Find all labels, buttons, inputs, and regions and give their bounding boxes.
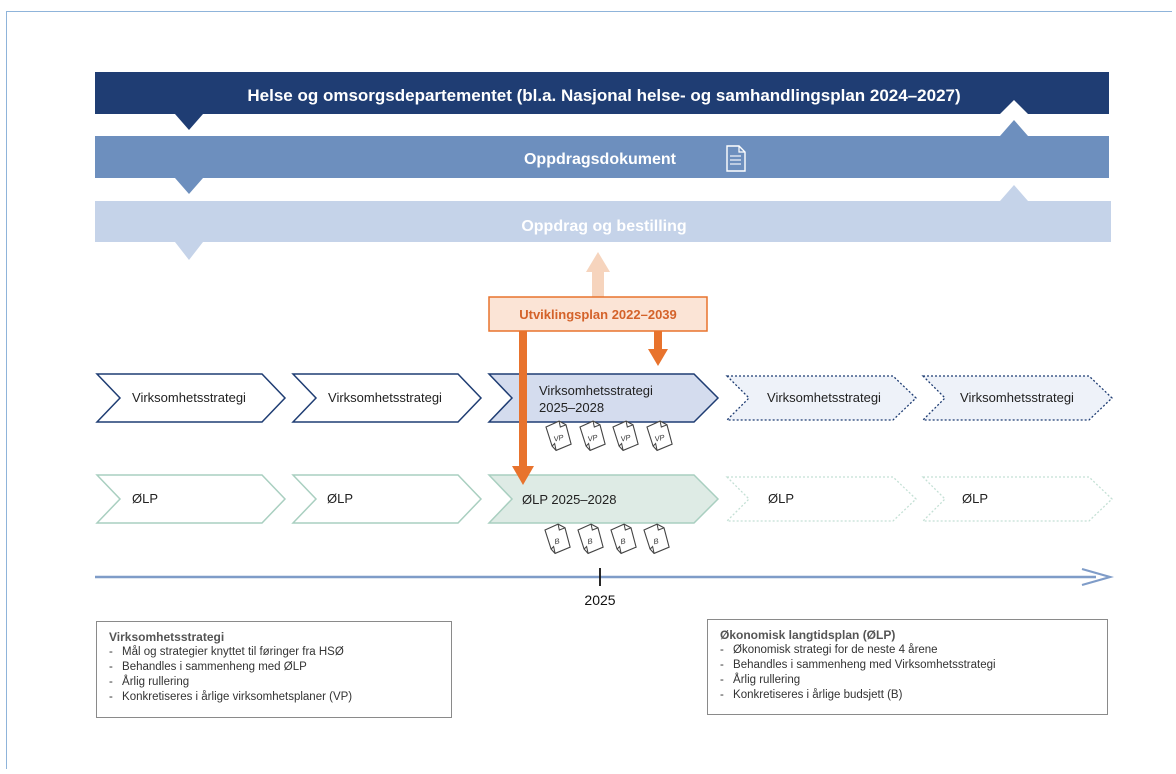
olp-label-future-2: ØLP	[962, 491, 988, 506]
legend-strategy-item-2: Behandles i sammenheng med ØLP	[109, 660, 439, 675]
strategy-chevron-past-1	[95, 373, 287, 423]
development-plan-box	[488, 296, 708, 332]
budget-doc-icon-1: B	[543, 522, 572, 556]
strategy-label-future-1: Virksomhetsstrategi	[767, 390, 881, 405]
budget-doc-icon-2: B	[576, 522, 605, 556]
strategy-chevron-past-2	[291, 373, 483, 423]
strategy-current-line1: Virksomhetsstrategi	[539, 383, 653, 398]
legend-strategy-title: Virksomhetsstrategi	[109, 630, 225, 644]
vp-doc-icon-4: VP	[645, 419, 674, 453]
band-ministry	[95, 72, 1109, 130]
timeline-year-label: 2025	[584, 592, 615, 608]
legend-olp-item-4: Konkretiseres i årlige budsjett (B)	[720, 688, 1095, 703]
strategy-chevron-current	[487, 373, 720, 423]
arrow-up-light-orange	[586, 252, 610, 297]
band-assignment-order	[95, 185, 1111, 260]
document-icon	[726, 145, 746, 172]
legend-olp-item-2: Behandles i sammenheng med Virksomhetsst…	[720, 658, 1095, 673]
legend-strategy: Virksomhetsstrategi Mål og strategier kn…	[96, 621, 452, 718]
budget-doc-label-3: B	[620, 536, 627, 546]
arrow-down-orange-left	[512, 331, 534, 485]
legend-olp-item-1: Økonomisk strategi for de neste 4 årene	[720, 643, 1095, 658]
legend-olp: Økonomisk langtidsplan (ØLP) Økonomisk s…	[707, 619, 1108, 715]
band-assignment-order-label: Oppdrag og bestilling	[521, 218, 686, 235]
legend-strategy-item-4: Konkretiseres i årlige virksomhetsplaner…	[109, 690, 439, 705]
budget-doc-label-2: B	[587, 536, 594, 546]
budget-doc-label-4: B	[653, 536, 660, 546]
strategy-label-past-2: Virksomhetsstrategi	[328, 390, 442, 405]
budget-doc-label-1: B	[554, 536, 561, 546]
vp-doc-label-1: VP	[553, 433, 565, 444]
olp-label-current: ØLP 2025–2028	[522, 492, 616, 507]
development-plan-label: Utviklingsplan 2022–2039	[519, 307, 677, 322]
legend-strategy-list: Mål og strategier knyttet til føringer f…	[109, 645, 439, 705]
strategy-chevron-future-1	[725, 375, 917, 421]
olp-chevron-future-1	[725, 476, 917, 522]
budget-doc-icon-4: B	[642, 522, 671, 556]
arrow-down-orange-right	[648, 331, 668, 366]
olp-label-future-1: ØLP	[768, 491, 794, 506]
band-assignment-document-label: Oppdragsdokument	[524, 151, 677, 168]
strategy-chevron-future-2	[921, 375, 1113, 421]
legend-strategy-item-1: Mål og strategier knyttet til føringer f…	[109, 645, 439, 660]
legend-strategy-item-3: Årlig rullering	[109, 675, 439, 690]
budget-doc-icon-3: B	[609, 522, 638, 556]
olp-label-past-1: ØLP	[132, 491, 158, 506]
band-assignment-document	[95, 120, 1109, 194]
vp-doc-label-2: VP	[587, 433, 599, 444]
olp-chevron-future-2	[921, 476, 1113, 522]
vp-doc-label-3: VP	[620, 433, 632, 444]
frame-border	[6, 11, 1172, 769]
band-ministry-label: Helse og omsorgsdepartementet (bl.a. Nas…	[247, 86, 960, 105]
legend-olp-list: Økonomisk strategi for de neste 4 årene …	[720, 643, 1095, 703]
strategy-label-past-1: Virksomhetsstrategi	[132, 390, 246, 405]
legend-olp-title: Økonomisk langtidsplan (ØLP)	[720, 628, 896, 642]
olp-label-past-2: ØLP	[327, 491, 353, 506]
vp-doc-icon-2: VP	[578, 419, 607, 453]
strategy-label-future-2: Virksomhetsstrategi	[960, 390, 1074, 405]
strategy-current-line2: 2025–2028	[539, 400, 604, 415]
olp-chevron-current	[487, 474, 720, 524]
vp-doc-icon-3: VP	[611, 419, 640, 453]
vp-doc-icon-1: VP	[544, 419, 573, 453]
olp-chevron-past-1	[95, 474, 287, 524]
timeline-arrowhead	[1081, 567, 1115, 587]
legend-olp-item-3: Årlig rullering	[720, 673, 1095, 688]
olp-chevron-past-2	[291, 474, 483, 524]
vp-doc-label-4: VP	[654, 433, 666, 444]
